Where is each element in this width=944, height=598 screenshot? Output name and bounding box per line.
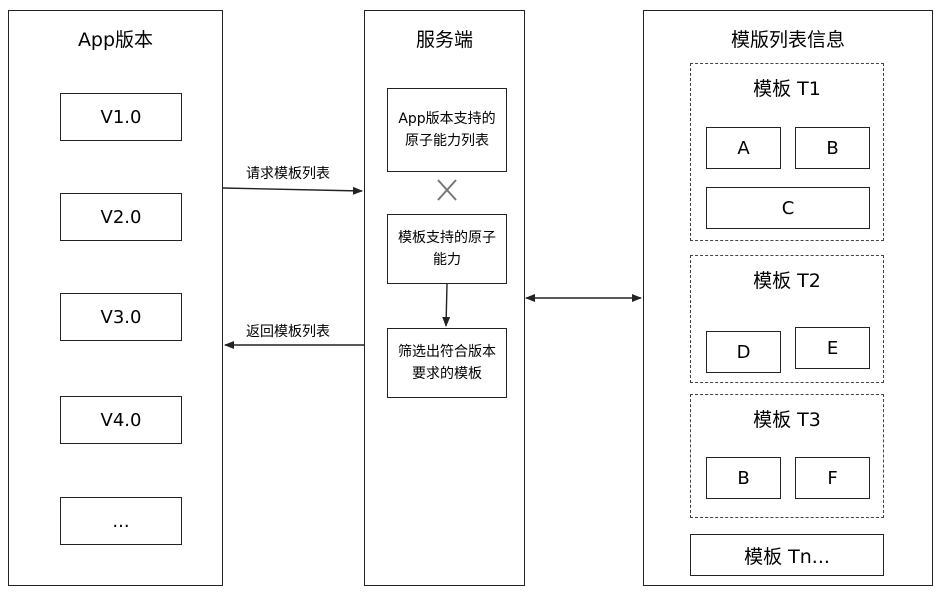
ability-item-c: C — [706, 187, 870, 229]
intersect-cross-icon — [437, 179, 457, 201]
filter-templates-box: 筛选出符合版本要求的模板 — [387, 328, 507, 398]
ability-item-b: B — [795, 127, 870, 169]
version-box-3: V3.0 — [60, 293, 182, 341]
ability-item-e: E — [795, 327, 870, 369]
server-title: 服务端 — [415, 29, 473, 51]
ability-item-d: D — [706, 331, 781, 373]
template-abilities-box: 模板支持的原子能力 — [387, 214, 507, 284]
request-arrow — [222, 186, 363, 195]
version-box-2: V2.0 — [60, 193, 182, 241]
template-t3-title: 模板 T3 — [753, 409, 821, 431]
ability-item-b2: B — [706, 457, 781, 499]
ability-item-f: F — [795, 457, 870, 499]
filter-flow-arrow — [442, 283, 451, 327]
response-arrow-label: 返回模板列表 — [246, 324, 330, 340]
version-box-more: ... — [60, 497, 182, 545]
app-version-title: App版本 — [77, 29, 154, 51]
request-arrow-label: 请求模板列表 — [246, 166, 330, 182]
template-list-title: 模版列表信息 — [730, 29, 845, 51]
template-tn-box: 模板 Tn... — [690, 534, 884, 576]
template-t1-title: 模板 T1 — [753, 78, 821, 100]
version-box-4: V4.0 — [60, 396, 182, 444]
version-box-1: V1.0 — [60, 93, 182, 141]
ability-item-a: A — [706, 127, 781, 169]
app-abilities-box: App版本支持的原子能力列表 — [387, 88, 507, 172]
template-t2-title: 模板 T2 — [753, 270, 821, 292]
